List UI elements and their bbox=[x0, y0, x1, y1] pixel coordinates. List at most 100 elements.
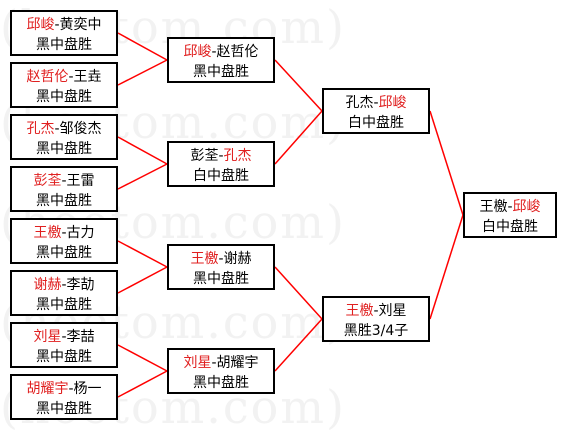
separator: - bbox=[218, 251, 224, 267]
loser-name: 李劼 bbox=[66, 277, 95, 293]
separator: - bbox=[507, 199, 513, 215]
match-result: 黑中盘胜 bbox=[36, 401, 92, 417]
match-players: 胡耀宇-杨一 bbox=[12, 379, 116, 399]
loser-name: 胡耀宇 bbox=[216, 355, 259, 371]
loser-name: 邹俊杰 bbox=[59, 121, 102, 137]
match-players: 王檄-刘星 bbox=[324, 301, 428, 321]
match-box-final: 王檄-邱峻 白中盘胜 bbox=[463, 192, 557, 238]
separator: - bbox=[373, 303, 379, 319]
match-players: 刘星-胡耀宇 bbox=[169, 353, 273, 373]
match-box-r3-2: 王檄-刘星 黑胜3/4子 bbox=[322, 296, 430, 342]
match-box-r2-2: 彭荃-孔杰 白中盘胜 bbox=[167, 141, 275, 187]
loser-name: 彭荃 bbox=[190, 148, 219, 164]
match-box-r1-8: 胡耀宇-杨一 黑中盘胜 bbox=[10, 374, 118, 420]
match-result: 黑中盘胜 bbox=[36, 349, 92, 365]
match-players: 彭荃-孔杰 bbox=[169, 146, 273, 166]
match-players: 王檄-谢赫 bbox=[169, 249, 273, 269]
winner-name: 邱峻 bbox=[183, 44, 212, 60]
loser-name: 杨一 bbox=[73, 381, 102, 397]
match-box-r2-1: 邱峻-赵哲伦 黑中盘胜 bbox=[167, 37, 275, 83]
loser-name: 王垚 bbox=[73, 69, 102, 85]
match-players: 邱峻-赵哲伦 bbox=[169, 42, 273, 62]
connector-line bbox=[117, 32, 168, 61]
connector-line bbox=[274, 59, 323, 112]
match-result: 黑中盘胜 bbox=[193, 64, 249, 80]
connector-line bbox=[429, 214, 464, 320]
match-players: 王檄-邱峻 bbox=[465, 197, 555, 217]
winner-name: 孔杰 bbox=[223, 148, 252, 164]
match-result: 黑中盘胜 bbox=[36, 193, 92, 209]
match-players: 赵哲伦-王垚 bbox=[12, 67, 116, 87]
match-result: 黑中盘胜 bbox=[193, 375, 249, 391]
match-players: 彭荃-王雷 bbox=[12, 171, 116, 191]
winner-name: 赵哲伦 bbox=[26, 69, 69, 85]
match-players: 刘星-李喆 bbox=[12, 327, 116, 347]
connector-line bbox=[117, 266, 168, 294]
match-box-r3-1: 孔杰-邱峻 白中盘胜 bbox=[322, 88, 430, 134]
winner-name: 王檄 bbox=[345, 303, 374, 319]
match-box-r1-7: 刘星-李喆 黑中盘胜 bbox=[10, 322, 118, 368]
match-result: 白中盘胜 bbox=[482, 219, 538, 235]
match-box-r1-5: 王檄-古力 黑中盘胜 bbox=[10, 218, 118, 264]
match-players: 谢赫-李劼 bbox=[12, 275, 116, 295]
separator: - bbox=[211, 44, 217, 60]
winner-name: 孔杰 bbox=[26, 121, 55, 137]
connector-line bbox=[117, 163, 168, 190]
match-players: 孔杰-邱峻 bbox=[324, 93, 428, 113]
winner-name: 谢赫 bbox=[33, 277, 62, 293]
separator: - bbox=[61, 173, 67, 189]
connector-line bbox=[117, 136, 168, 165]
winner-name: 王檄 bbox=[33, 225, 62, 241]
separator: - bbox=[68, 69, 74, 85]
match-players: 孔杰-邹俊杰 bbox=[12, 119, 116, 139]
connector-line bbox=[274, 318, 323, 372]
separator: - bbox=[373, 95, 379, 111]
match-box-r1-2: 赵哲伦-王垚 黑中盘胜 bbox=[10, 62, 118, 108]
loser-name: 古力 bbox=[66, 225, 95, 241]
match-result: 白中盘胜 bbox=[348, 115, 404, 131]
match-box-r1-1: 邱峻-黄奕中 黑中盘胜 bbox=[10, 10, 118, 56]
match-box-r1-6: 谢赫-李劼 黑中盘胜 bbox=[10, 270, 118, 316]
separator: - bbox=[61, 277, 67, 293]
loser-name: 孔杰 bbox=[345, 95, 374, 111]
match-box-r2-3: 王檄-谢赫 黑中盘胜 bbox=[167, 244, 275, 290]
connector-line bbox=[429, 110, 464, 216]
winner-name: 邱峻 bbox=[26, 17, 55, 33]
match-players: 邱峻-黄奕中 bbox=[12, 15, 116, 35]
separator: - bbox=[61, 329, 67, 345]
loser-name: 谢赫 bbox=[223, 251, 252, 267]
winner-name: 邱峻 bbox=[512, 199, 541, 215]
match-result: 黑中盘胜 bbox=[36, 245, 92, 261]
winner-name: 王檄 bbox=[190, 251, 219, 267]
separator: - bbox=[218, 148, 224, 164]
match-result: 黑中盘胜 bbox=[36, 37, 92, 53]
winner-name: 彭荃 bbox=[33, 173, 62, 189]
separator: - bbox=[211, 355, 217, 371]
loser-name: 刘星 bbox=[378, 303, 407, 319]
connector-line bbox=[274, 110, 323, 165]
loser-name: 李喆 bbox=[66, 329, 95, 345]
match-box-r1-3: 孔杰-邹俊杰 黑中盘胜 bbox=[10, 114, 118, 160]
match-result: 黑中盘胜 bbox=[36, 141, 92, 157]
separator: - bbox=[68, 381, 74, 397]
match-players: 王檄-古力 bbox=[12, 223, 116, 243]
match-box-r2-4: 刘星-胡耀宇 黑中盘胜 bbox=[167, 348, 275, 394]
match-result: 黑胜3/4子 bbox=[343, 323, 409, 339]
loser-name: 王雷 bbox=[66, 173, 95, 189]
connector-line bbox=[117, 344, 168, 372]
match-box-r1-4: 彭荃-王雷 黑中盘胜 bbox=[10, 166, 118, 212]
loser-name: 赵哲伦 bbox=[216, 44, 259, 60]
winner-name: 刘星 bbox=[33, 329, 62, 345]
separator: - bbox=[54, 121, 60, 137]
match-result: 黑中盘胜 bbox=[36, 89, 92, 105]
match-result: 白中盘胜 bbox=[193, 168, 249, 184]
connector-line bbox=[117, 59, 168, 86]
match-result: 黑中盘胜 bbox=[36, 297, 92, 313]
connector-line bbox=[117, 240, 168, 268]
connector-line bbox=[274, 266, 323, 320]
separator: - bbox=[54, 17, 60, 33]
winner-name: 刘星 bbox=[183, 355, 212, 371]
match-result: 黑中盘胜 bbox=[193, 271, 249, 287]
